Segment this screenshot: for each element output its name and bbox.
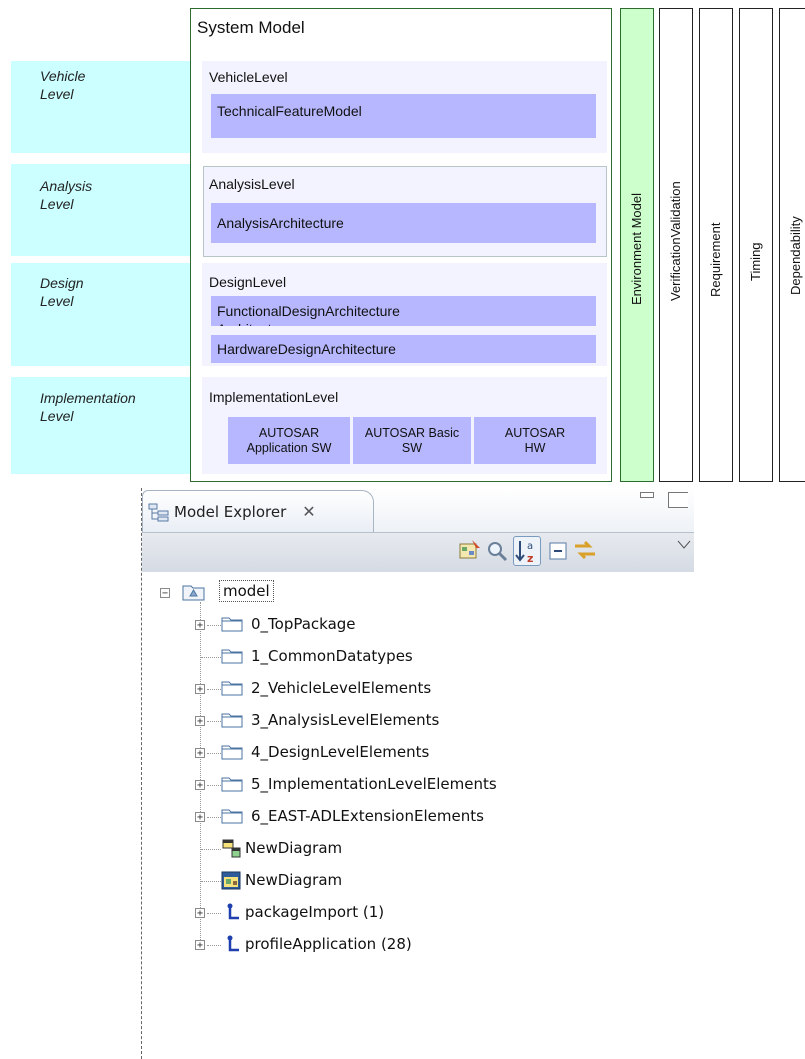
tree-connector bbox=[201, 881, 221, 882]
tree-connector bbox=[207, 625, 221, 626]
analysis-level-title: AnalysisLevel bbox=[209, 176, 295, 192]
root-model-label[interactable]: model bbox=[219, 580, 274, 602]
tree-expand-toggle[interactable]: + bbox=[195, 940, 205, 951]
new-diagram-icon[interactable] bbox=[458, 538, 482, 562]
folder-icon bbox=[221, 713, 243, 728]
profile-application-icon bbox=[227, 935, 239, 952]
tree-item-label: 4_DesignLevelElements bbox=[251, 743, 430, 761]
autosar-basic-sw-box: AUTOSAR Basic SW bbox=[353, 417, 471, 464]
tree-connector bbox=[201, 657, 221, 658]
tree-connector bbox=[201, 849, 221, 850]
class-diagram-icon bbox=[222, 839, 241, 858]
tree-item-label: NewDiagram bbox=[245, 839, 343, 857]
autosar-hw-box: AUTOSAR HW bbox=[474, 417, 596, 464]
tree-expand-toggle[interactable]: + bbox=[195, 780, 205, 791]
tree-connector bbox=[207, 689, 221, 690]
folder-icon bbox=[221, 681, 243, 696]
verification-validation-label: VerificationValidation bbox=[668, 181, 683, 301]
tree-connector bbox=[207, 913, 221, 914]
tree-guide-line bbox=[200, 602, 201, 942]
environment-model-label: Environment Model bbox=[629, 193, 644, 305]
maximize-view-icon[interactable] bbox=[668, 492, 688, 508]
verification-validation-column: VerificationValidation bbox=[659, 8, 693, 482]
tree-item-label: 3_AnalysisLevelElements bbox=[251, 711, 440, 729]
analysis-architecture-box: AnalysisArchitecture bbox=[211, 203, 596, 243]
tree-expand-toggle[interactable]: + bbox=[195, 716, 205, 727]
environment-model-column: Environment Model bbox=[620, 8, 654, 482]
tree-expand-toggle[interactable]: + bbox=[195, 908, 205, 919]
implementation-level-band bbox=[11, 377, 206, 474]
root-collapse-toggle[interactable]: − bbox=[160, 588, 170, 599]
tree-expand-toggle[interactable]: + bbox=[195, 684, 205, 695]
tree-item[interactable] bbox=[190, 613, 590, 637]
tree-connector bbox=[207, 817, 221, 818]
search-icon[interactable] bbox=[486, 540, 508, 562]
tree-connector bbox=[207, 721, 221, 722]
timing-column: Timing bbox=[739, 8, 773, 482]
tree-item-label: 1_CommonDatatypes bbox=[251, 647, 413, 665]
collapse-all-icon[interactable] bbox=[547, 540, 569, 562]
design-level-label: Design Level bbox=[40, 275, 84, 309]
tree-item-label: NewDiagram bbox=[245, 871, 343, 889]
explorer-left-border bbox=[141, 488, 142, 1059]
tree-connector bbox=[207, 753, 221, 754]
tree-item-label: 2_VehicleLevelElements bbox=[251, 679, 432, 697]
hardware-design-architecture-box: HardwareDesignArchitecture bbox=[211, 335, 596, 363]
tree-expand-toggle[interactable]: + bbox=[195, 620, 205, 631]
dependability-column: Dependability bbox=[779, 8, 805, 482]
tree-item-label: packageImport (1) bbox=[245, 903, 385, 921]
tree-item-label: 6_EAST-ADLExtensionElements bbox=[251, 807, 484, 825]
folder-icon bbox=[221, 617, 243, 632]
view-menu-icon[interactable] bbox=[677, 540, 691, 550]
package-diagram-icon bbox=[221, 871, 241, 890]
tree-item-label: 5_ImplementationLevelElements bbox=[251, 775, 497, 793]
folder-icon bbox=[221, 777, 243, 792]
tree-connector bbox=[207, 785, 221, 786]
svg-text:a: a bbox=[527, 541, 533, 552]
root-model-icon bbox=[182, 585, 205, 601]
tree-expand-toggle[interactable]: + bbox=[195, 812, 205, 823]
design-level-title: DesignLevel bbox=[209, 274, 287, 290]
implementation-level-label: Implementation Level bbox=[40, 390, 136, 424]
requirement-column: Requirement bbox=[699, 8, 733, 482]
tab-title: Model Explorer bbox=[174, 502, 287, 521]
tab-model-explorer[interactable]: Model Explorer ✕ bbox=[142, 490, 374, 532]
tree-expand-toggle[interactable]: + bbox=[195, 748, 205, 759]
tree-connector bbox=[207, 945, 221, 946]
design-level-band bbox=[11, 263, 206, 366]
dependability-label: Dependability bbox=[788, 216, 803, 295]
tree-item-label: 0_TopPackage bbox=[251, 615, 356, 633]
svg-text:z: z bbox=[527, 552, 533, 565]
timing-label: Timing bbox=[748, 242, 763, 281]
technical-feature-model-box: TechnicalFeatureModel bbox=[211, 94, 596, 138]
close-tab-icon[interactable]: ✕ bbox=[302, 502, 316, 521]
vehicle-level-title: VehicleLevel bbox=[209, 69, 288, 85]
explorer-toolbar bbox=[142, 532, 694, 572]
minimize-view-icon[interactable] bbox=[640, 492, 654, 498]
folder-icon bbox=[221, 809, 243, 824]
requirement-label: Requirement bbox=[708, 222, 723, 297]
model-explorer-view-icon bbox=[148, 503, 169, 521]
autosar-application-sw-box: AUTOSAR Application SW bbox=[228, 417, 350, 464]
link-with-editor-icon[interactable] bbox=[572, 538, 598, 562]
sort-alphabetical-icon[interactable]: a z bbox=[513, 536, 541, 566]
implementation-level-title: ImplementationLevel bbox=[209, 389, 339, 405]
analysis-level-band bbox=[11, 164, 206, 256]
vehicle-level-band bbox=[11, 61, 206, 153]
system-model-title: System Model bbox=[197, 18, 305, 37]
folder-icon bbox=[221, 745, 243, 760]
analysis-level-label: Analysis Level bbox=[40, 178, 93, 212]
package-import-icon bbox=[227, 903, 239, 920]
functional-design-architecture-box: FunctionalDesignArchitecture Architectur… bbox=[211, 296, 596, 326]
folder-icon bbox=[221, 649, 243, 664]
tree-item-label: profileApplication (28) bbox=[245, 935, 412, 953]
vehicle-level-label: Vehicle Level bbox=[40, 68, 86, 102]
